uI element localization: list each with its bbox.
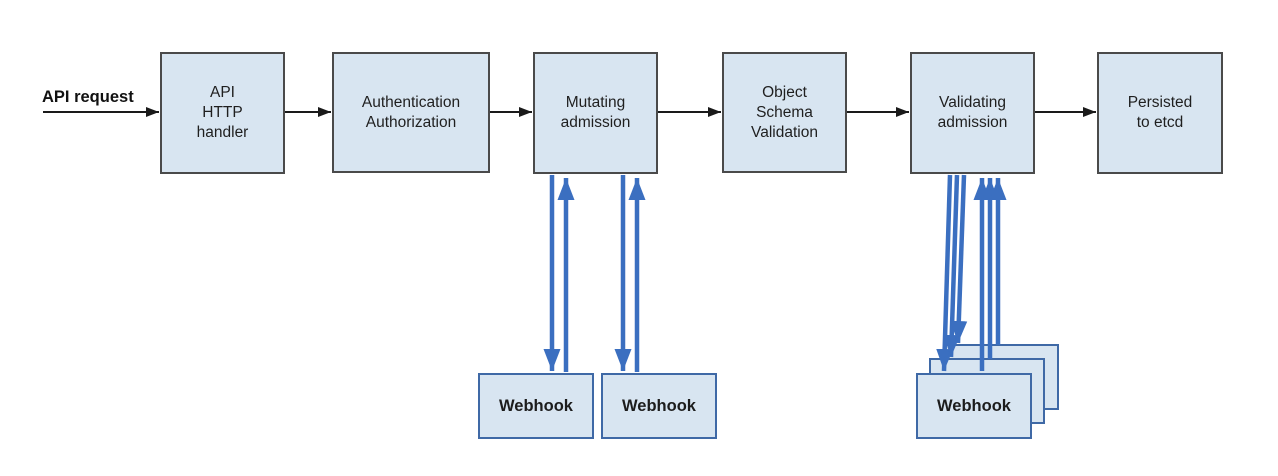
mutating-webhook-box-1: Webhook — [478, 373, 594, 439]
validating-webhook-box-front: Webhook — [916, 373, 1032, 439]
node-validating-admission: Validating admission — [910, 52, 1035, 174]
node-authentication-authorization: Authentication Authorization — [332, 52, 490, 173]
api-request-label: API request — [42, 88, 134, 106]
node-api-http-handler: API HTTP handler — [160, 52, 285, 174]
mutating-webhook-2-label: Webhook — [622, 396, 696, 415]
mutating-webhook-1-label: Webhook — [499, 396, 573, 415]
validating-webhook-front-label: Webhook — [937, 396, 1011, 415]
arrow-validating-call-webhook-front — [936, 174, 954, 372]
arrow-validating-call-webhook-back — [950, 174, 968, 344]
node-persisted-to-etcd: Persisted to etcd — [1097, 52, 1223, 174]
node-authentication-authorization-label: Authentication Authorization — [361, 93, 461, 131]
mutating-webhook-box-2: Webhook — [601, 373, 717, 439]
node-persisted-to-etcd-label: Persisted to etcd — [1127, 94, 1193, 131]
node-object-schema-validation-label: Object Schema Validation — [751, 83, 818, 141]
node-api-http-handler-label: API HTTP handler — [196, 84, 249, 141]
node-mutating-admission: Mutating admission — [533, 52, 658, 174]
node-mutating-admission-label: Mutating admission — [560, 94, 631, 131]
arrow-validating-call-webhook-mid — [943, 174, 961, 358]
node-validating-admission-label: Validating admission — [937, 94, 1008, 131]
node-object-schema-validation: Object Schema Validation — [722, 52, 847, 173]
